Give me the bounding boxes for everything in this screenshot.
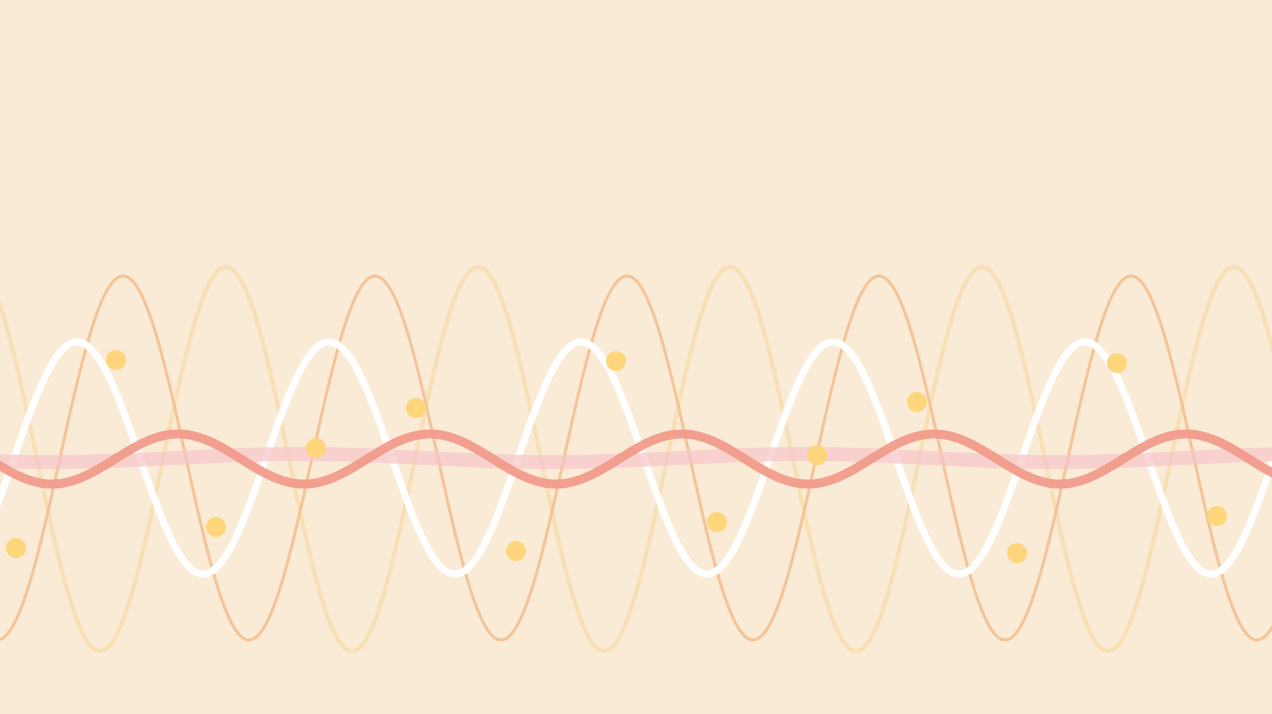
yellow-dot [707,512,727,532]
yellow-dot [206,517,226,537]
yellow-dot [406,398,426,418]
white-wave [0,338,1272,578]
yellow-dot [1107,353,1127,373]
yellow-dot [807,445,827,465]
yellow-dot [6,538,26,558]
yellow-dot [106,350,126,370]
yellow-dot [1207,506,1227,526]
dot-layer [6,350,1227,563]
wave-layer [0,265,1272,653]
pale-yellow-wave [0,265,1272,653]
yellow-dot [306,438,326,458]
yellow-dot [907,392,927,412]
yellow-dot [506,541,526,561]
yellow-dot [606,351,626,371]
yellow-dot [1007,543,1027,563]
salmon-wave [0,429,1272,489]
pink-band [0,447,1272,469]
